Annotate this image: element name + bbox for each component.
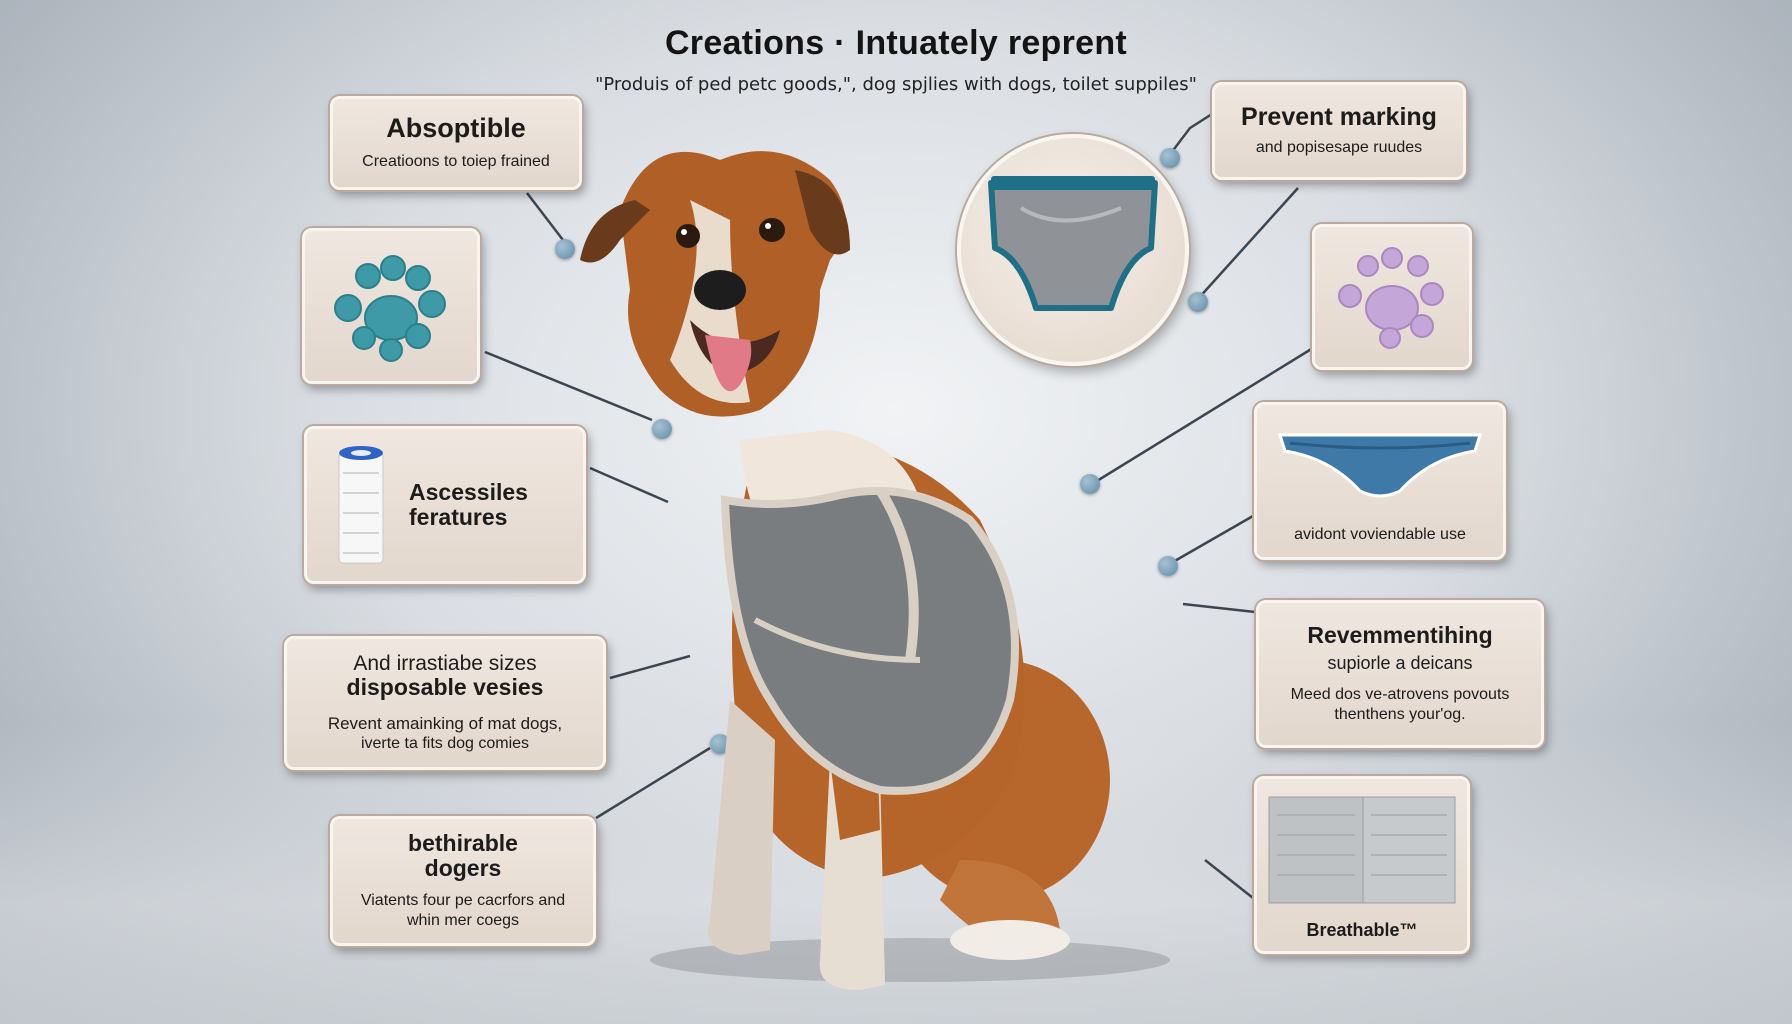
card-revement-line3: Meed dos ve-atrovens povouts: [1290, 685, 1510, 703]
card-revement: Revemmentihing supiorle a deicans Meed d…: [1256, 600, 1544, 748]
connector-dot: [710, 734, 730, 754]
page-subtitle: "Produis of ped petc goods,", dog spjlie…: [595, 74, 1197, 95]
card-prevent-text: and popisesape ruudes: [1255, 138, 1423, 156]
card-accessories-line1: Ascessiles: [409, 478, 528, 505]
card-dogers-line2: dogers: [424, 855, 502, 881]
card-sizes-line3: Revent amainking of mat dogs,: [327, 713, 563, 733]
card-revement-line4: thenthens your'og.: [1334, 705, 1466, 723]
card-prevent-title: Prevent marking: [1241, 103, 1437, 132]
lilac-paw-icon: [1338, 247, 1444, 349]
page-title: Creations · Intuately reprent: [664, 24, 1128, 62]
card-accessories-line2: feratures: [409, 504, 508, 530]
card-absorbent-text: Creatioons to toiep frained: [362, 153, 550, 171]
diaper-icon: [988, 176, 1158, 311]
card-lilac-paw: [1312, 224, 1472, 370]
card-reusable: avidont voviendable use: [1254, 402, 1506, 560]
underwear-icon: [1277, 433, 1483, 498]
card-reusable-text: avidont voviendable use: [1294, 526, 1466, 543]
card-absorbent-title: Absoptible: [386, 112, 526, 143]
card-absorbent: Absoptible Creatioons to toiep frained: [330, 96, 582, 190]
card-sizes: And irrastiabe sizes disposable vesies R…: [284, 636, 606, 770]
card-revement-line2: supiorle a deicans: [1327, 653, 1473, 674]
card-sizes-line2: disposable vesies: [346, 674, 544, 701]
card-teal-paw: [302, 228, 480, 384]
card-dogers: bethirable dogers Viatents four pe cacrf…: [330, 816, 596, 946]
connector-dot: [1160, 148, 1180, 168]
card-accessories: Ascessiles feratures: [304, 426, 586, 584]
fabric-swatch-icon: [1268, 796, 1456, 904]
connector-dot: [1080, 474, 1100, 494]
card-breathable-text: Breathable™: [1306, 919, 1418, 940]
card-prevent-marking: Prevent marking and popisesape ruudes: [1212, 82, 1466, 180]
connector-dot: [555, 239, 575, 259]
card-breathable: Breathable™: [1254, 776, 1470, 954]
card-dogers-line3: Viatents four pe cacrfors and: [360, 892, 566, 910]
connector-dot: [1158, 556, 1178, 576]
card-dogers-line4: whin mer coegs: [406, 912, 520, 930]
card-revement-line1: Revemmentihing: [1307, 622, 1493, 649]
dog-illustration: [580, 151, 1170, 990]
card-dogers-line1: bethirable: [408, 829, 518, 856]
paper-roll-icon: [338, 446, 384, 564]
connector-dot: [1188, 292, 1208, 312]
card-sizes-line1: And irrastiabe sizes: [353, 652, 537, 676]
diaper-panel: [957, 134, 1189, 366]
card-sizes-line4: iverte ta fits dog comies: [360, 734, 530, 752]
connector-dot: [652, 419, 672, 439]
teal-paw-icon: [334, 255, 446, 362]
